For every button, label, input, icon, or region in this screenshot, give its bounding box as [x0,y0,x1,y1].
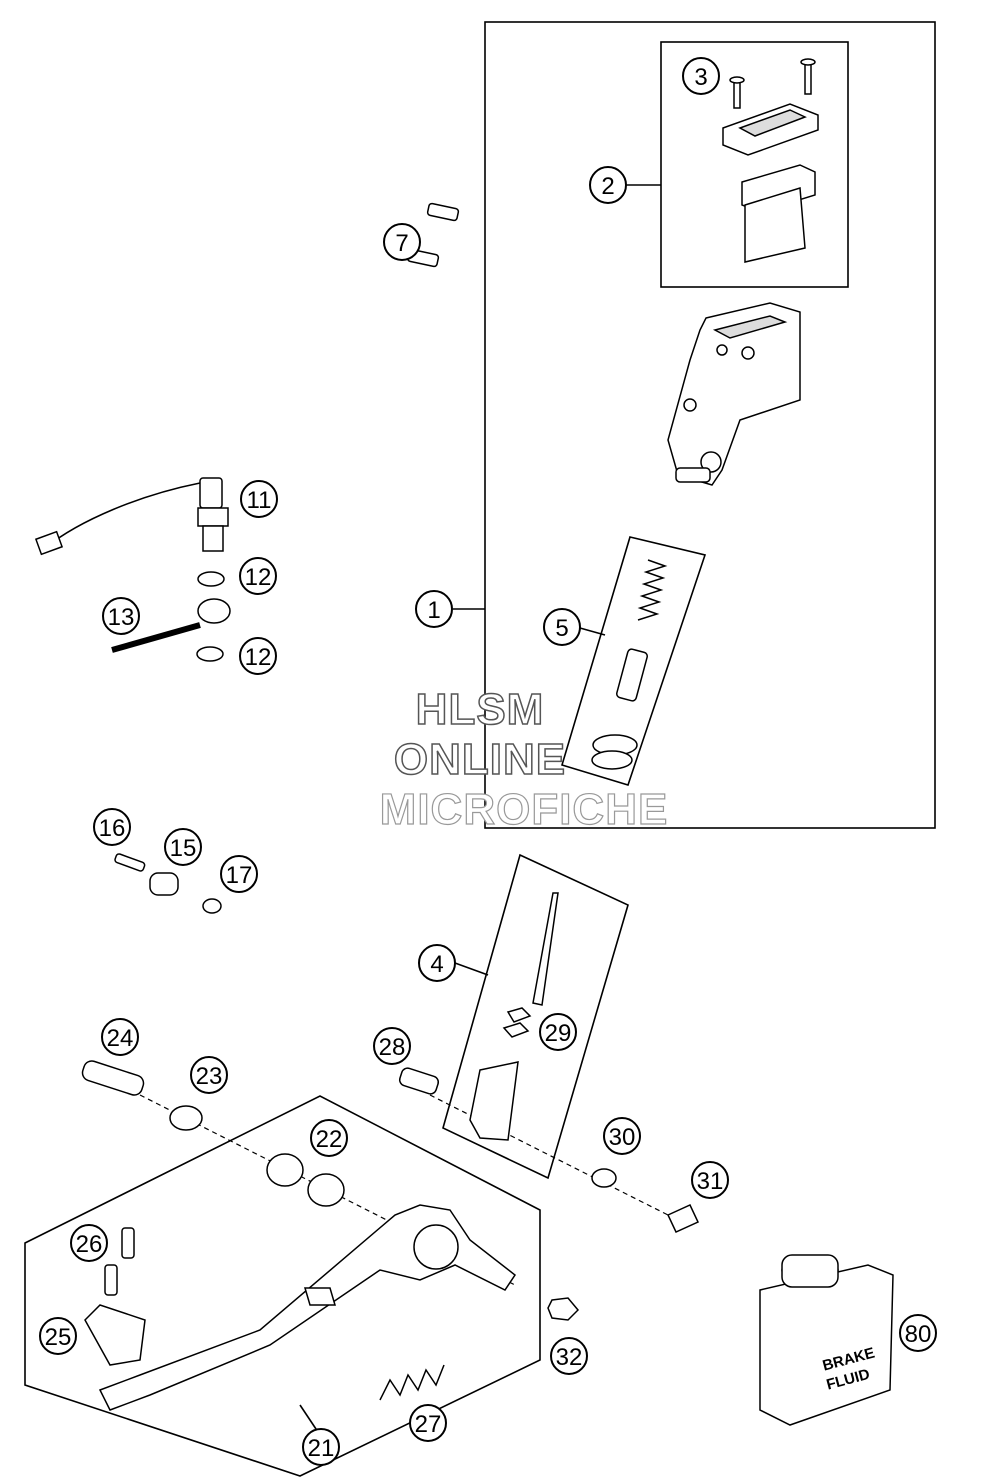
svg-text:25: 25 [45,1324,72,1351]
assembly-box-4 [442,853,629,1180]
bolt-part-26 [121,1227,135,1259]
assembly-box-5 [561,536,707,786]
callout-1: 1 [415,590,453,628]
svg-text:32: 32 [556,1344,583,1371]
callout-15: 15 [164,828,202,866]
washer-part-23 [169,1105,203,1131]
svg-text:16: 16 [99,815,126,842]
callout-80: 80 [899,1314,937,1352]
callout-28: 28 [373,1027,411,1065]
watermark-line1: HLSM [415,684,545,735]
assembly-box-1 [484,21,936,829]
svg-text:2: 2 [601,173,614,200]
svg-text:27: 27 [415,1411,442,1438]
svg-text:4: 4 [430,951,443,978]
assembly-box-21 [24,1095,541,1477]
svg-text:17: 17 [226,862,253,889]
svg-text:24: 24 [107,1025,134,1052]
spacer-part-15 [149,872,179,896]
push-rod-part-4 [469,892,559,1141]
reservoir-cover-part-2 [722,103,819,263]
callout-7: 7 [383,223,421,261]
svg-text:21: 21 [308,1435,335,1462]
svg-text:12: 12 [245,564,272,591]
callout-5: 5 [543,608,581,646]
spring-part-27 [379,1364,445,1401]
brake-fluid-bottle-part-80 [759,1254,894,1426]
svg-text:1: 1 [427,597,440,624]
brake-pedal-part-21 [98,1204,517,1411]
callout-12b: 12 [239,637,277,675]
washer-part-30 [591,1168,617,1188]
callout-4: 4 [418,944,456,982]
callout-12a: 12 [239,557,277,595]
callout-11: 11 [240,480,278,518]
svg-text:23: 23 [196,1063,223,1090]
callout-27: 27 [409,1404,447,1442]
callout-24: 24 [101,1018,139,1056]
svg-text:28: 28 [379,1034,406,1061]
callout-29: 29 [539,1013,577,1051]
bolt-part-24 [81,1060,145,1096]
svg-text:13: 13 [108,604,135,631]
master-cylinder-body [667,302,801,486]
piston-kit-part-5 [591,559,668,770]
callout-2: 2 [589,166,627,204]
svg-text:29: 29 [545,1020,572,1047]
svg-text:26: 26 [76,1231,103,1258]
svg-text:15: 15 [170,835,197,862]
brake-hose-part-13 [111,598,231,653]
callout-23: 23 [190,1056,228,1094]
svg-text:5: 5 [555,615,568,642]
washer-part-12 [197,571,225,587]
svg-text:31: 31 [697,1168,724,1195]
callout-30: 30 [603,1117,641,1155]
pin-part-28 [398,1067,440,1095]
pedal-tip-part-25 [84,1304,146,1366]
callout-32: 32 [550,1337,588,1375]
watermark-line2: ONLINE [393,734,567,785]
callout-31: 31 [691,1161,729,1199]
svg-text:3: 3 [694,64,707,91]
bushing-part-22-b [307,1173,345,1207]
clip-part-31 [666,1204,700,1233]
callout-26: 26 [70,1224,108,1262]
svg-text:7: 7 [395,230,408,257]
screw-part-3 [729,58,816,109]
callout-21: 21 [302,1428,340,1466]
svg-text:80: 80 [905,1321,932,1348]
nut-part-17 [202,898,222,914]
bolt-part-26-b [104,1264,118,1296]
callout-22: 22 [310,1119,348,1157]
watermark-line3: MICROFICHE [379,784,669,834]
callout-3: 3 [682,57,720,95]
callout-17: 17 [220,855,258,893]
washer-part-12-lower [196,646,224,662]
callout-16: 16 [93,808,131,846]
assembly-box-2 [660,41,849,288]
svg-text:12: 12 [245,644,272,671]
svg-text:22: 22 [316,1126,343,1153]
svg-text:30: 30 [609,1124,636,1151]
svg-text:11: 11 [247,487,272,514]
nut-part-32 [547,1297,580,1321]
callout-25: 25 [39,1317,77,1355]
bushing-part-22 [266,1153,304,1187]
bolt-part-16 [114,853,146,872]
callout-13: 13 [102,597,140,635]
brake-light-switch-part-11 [34,477,229,556]
